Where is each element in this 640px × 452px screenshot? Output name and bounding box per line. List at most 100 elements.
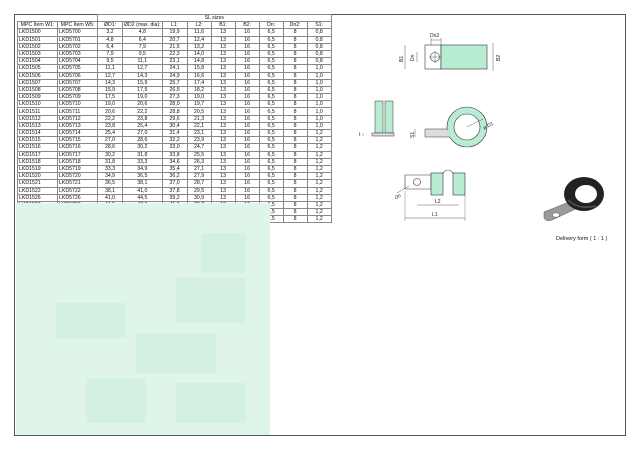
table-cell: 1,2 (306, 215, 332, 224)
table-cell: 26,5 (161, 85, 188, 95)
table-cell: LKD1513 (17, 121, 58, 131)
table-cell: 12,7 (122, 64, 163, 73)
table-cell: LKD1501 (17, 35, 58, 44)
table-cell: 6,5 (258, 78, 284, 87)
table-cell: 29,5 (186, 186, 212, 195)
table-cell: 1,2 (306, 179, 332, 188)
table-cell: 0,8 (306, 35, 332, 44)
table-cell: 1,0 (306, 64, 332, 73)
table-cell: 13 (210, 172, 236, 181)
table-cell: LKD5726 (57, 193, 98, 202)
table-cell: 21,3 (186, 114, 212, 123)
column-header: ØD2 (max. dia): (122, 21, 163, 30)
table-cell: 1,0 (306, 107, 332, 116)
table-cell: 30,4 (161, 121, 188, 131)
table-cell: 16 (234, 157, 260, 166)
table-cell: 8 (282, 157, 308, 166)
column-header: L1: (161, 21, 188, 30)
delivery-form-caption: Delivery form ( 1 : 1 ) (556, 236, 608, 242)
table-cell: 8 (282, 200, 308, 210)
table-cell: 16 (234, 121, 260, 131)
table-cell: 6,5 (258, 93, 284, 102)
table-cell: 28,0 (161, 100, 188, 109)
table-cell: 9,5 (97, 57, 123, 66)
table-cell: 25,5 (186, 150, 212, 159)
table-cell: 8 (282, 121, 308, 131)
table-cell: 16 (234, 136, 260, 145)
column-header: Dn: (258, 21, 284, 30)
table-cell: 16 (234, 49, 260, 59)
table-cell: 13,2 (186, 42, 212, 51)
table-cell: LKD1515 (17, 136, 58, 145)
table-cell: 16 (234, 172, 260, 181)
table-cell: 19,7 (186, 100, 212, 109)
table-cell: LKD1504 (17, 57, 58, 66)
table-cell: 6,5 (258, 100, 284, 109)
length-view-drawing: Dn L2 L1 (395, 169, 466, 221)
table-cell: 7,9 (97, 49, 123, 59)
table-cell: LKD5722 (57, 186, 98, 195)
table-cell: 12,4 (186, 35, 212, 44)
table-cell: 8 (282, 35, 308, 44)
table-cell: 16 (234, 193, 260, 202)
side-strip-left (374, 100, 384, 134)
table-cell: 19,9 (161, 28, 188, 37)
table-cell: 13 (210, 121, 236, 131)
table-cell: LKD1500 (17, 28, 58, 37)
column-header: B1: (210, 21, 236, 30)
table-cell: 16 (234, 143, 260, 152)
table-cell: 16 (234, 114, 260, 123)
table-cell: 36,5 (122, 172, 163, 181)
table-cell: LKD1508 (17, 85, 58, 95)
table-cell: 38,1 (122, 179, 163, 188)
column-header: MPC Item W1: (17, 21, 58, 30)
table-cell: 1,0 (306, 121, 332, 131)
table-cell: LKD5703 (57, 49, 98, 59)
table-cell: LKD1512 (17, 114, 58, 123)
table-cell: 8 (282, 28, 308, 37)
table-cell: 19,0 (97, 100, 123, 109)
sizes-table: SL sizes MPC Item W1:MPC Item W5:ØD1:ØD2… (17, 13, 332, 224)
label-dn2: Dn2 (430, 33, 439, 39)
table-cell: 6,5 (258, 143, 284, 152)
table-cell: 13 (210, 28, 236, 37)
green-tile (176, 278, 246, 323)
table-cell: 13 (210, 193, 236, 202)
table-cell: LKD1505 (17, 64, 58, 73)
column-header: B2: (234, 21, 260, 30)
table-cell: 34,6 (161, 157, 188, 166)
length-view-hole (413, 178, 421, 186)
table-cell: 6,4 (97, 42, 123, 51)
table-cell: LKD1526 (17, 193, 58, 202)
table-cell: LKD5712 (57, 114, 98, 123)
table-cell: LKD1509 (17, 93, 58, 102)
table-cell: 6,5 (258, 193, 284, 202)
table-cell: 8 (282, 128, 308, 138)
side-view-drawing: t S1 ø D1 (359, 100, 495, 148)
table-cell: 32,2 (161, 136, 188, 145)
table-cell: 17,4 (186, 78, 212, 87)
table-cell: 13 (210, 128, 236, 138)
table-cell: 35,4 (161, 164, 188, 174)
table-cell: LKD1506 (17, 71, 58, 80)
table-cell: 22,3 (161, 49, 188, 59)
side-strip-right (384, 100, 394, 134)
table-cell: 13 (210, 78, 236, 87)
table-cell: LKD1516 (17, 143, 58, 152)
green-tile (86, 378, 146, 423)
table-cell: 33,8 (161, 150, 188, 159)
table-cell: 13 (210, 42, 236, 51)
table-cell: 13 (210, 93, 236, 102)
table-cell: 11,1 (97, 64, 123, 73)
table-cell: 39,2 (161, 193, 188, 202)
table-cell: LKD1503 (17, 49, 58, 59)
